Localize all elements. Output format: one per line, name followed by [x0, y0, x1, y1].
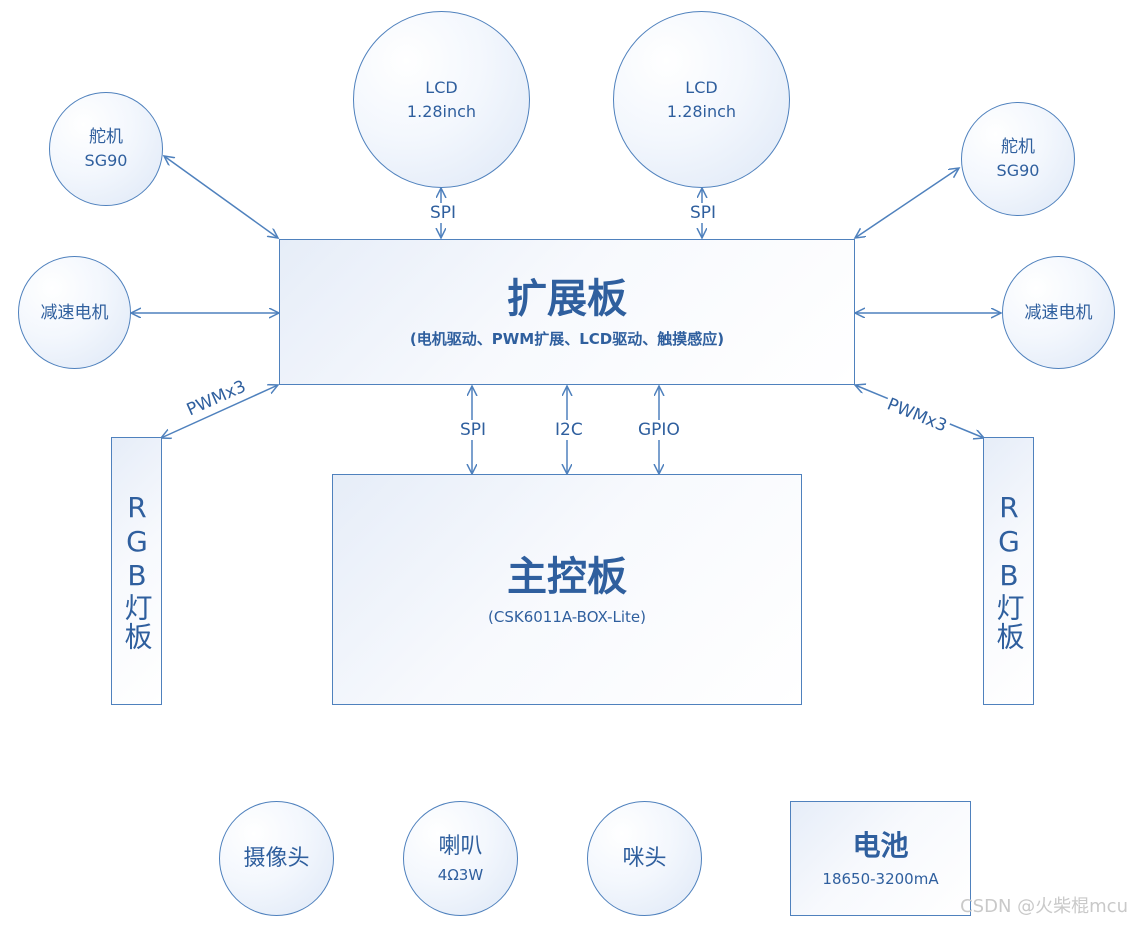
battery-spec: 18650-3200mA: [822, 869, 939, 888]
main-gpio-bus-label: GPIO: [636, 420, 682, 440]
motor-right-node: 减速电机: [1002, 256, 1115, 369]
lcd-left-name: LCD: [425, 77, 458, 97]
microphone-name: 咪头: [622, 845, 667, 871]
expansion-board-node: 扩展板 (电机驱动、PWM扩展、LCD驱动、触摸感应): [279, 239, 855, 385]
lcd-right-node: LCD 1.28inch: [613, 11, 790, 188]
servo-left-name: 舵机: [89, 127, 123, 147]
servo-right-spec: SG90: [996, 161, 1040, 180]
main-board-node: 主控板 (CSK6011A-BOX-Lite): [332, 474, 802, 705]
camera-node: 摄像头: [219, 801, 334, 916]
watermark-text: CSDN @火柴棍mcu: [960, 896, 1128, 917]
motor-left-name: 减速电机: [40, 302, 109, 323]
servo-right-name: 舵机: [1001, 137, 1035, 157]
lcd-right-spec: 1.28inch: [666, 101, 737, 121]
main-i2c-bus-label: I2C: [553, 420, 585, 440]
rgb-right-node: RGB灯板: [983, 437, 1034, 705]
lcd-left-node: LCD 1.28inch: [353, 11, 530, 188]
motor-right-name: 减速电机: [1024, 302, 1093, 323]
lcd-left-spec: 1.28inch: [406, 101, 477, 121]
servo-left-spec: SG90: [84, 151, 128, 170]
servo-right-node: 舵机 SG90: [961, 102, 1075, 216]
rgb-left-label: RGB灯板: [120, 491, 154, 651]
lcd-right-name: LCD: [685, 77, 718, 97]
wire-servo-left: [164, 156, 278, 238]
microphone-node: 咪头: [587, 801, 702, 916]
lcd-left-bus-label: SPI: [428, 203, 459, 223]
wire-rgb-left: [161, 385, 278, 438]
speaker-node: 喇叭 4Ω3W: [403, 801, 518, 916]
rgb-left-node: RGB灯板: [111, 437, 162, 705]
battery-name: 电池: [852, 828, 909, 862]
speaker-name: 喇叭: [438, 833, 483, 859]
speaker-spec: 4Ω3W: [437, 865, 484, 884]
main-board-subtitle: (CSK6011A-BOX-Lite): [488, 607, 646, 626]
battery-node: 电池 18650-3200mA: [790, 801, 971, 916]
rgb-right-label: RGB灯板: [992, 491, 1026, 651]
lcd-right-bus-label: SPI: [688, 203, 719, 223]
expansion-board-subtitle: (电机驱动、PWM扩展、LCD驱动、触摸感应): [409, 330, 725, 348]
main-spi-bus-label: SPI: [458, 420, 489, 440]
wire-servo-right: [855, 168, 959, 238]
motor-left-node: 减速电机: [18, 256, 131, 369]
camera-name: 摄像头: [243, 845, 310, 871]
main-board-title: 主控板: [507, 553, 627, 600]
expansion-board-title: 扩展板: [507, 276, 627, 322]
servo-left-node: 舵机 SG90: [49, 92, 163, 206]
